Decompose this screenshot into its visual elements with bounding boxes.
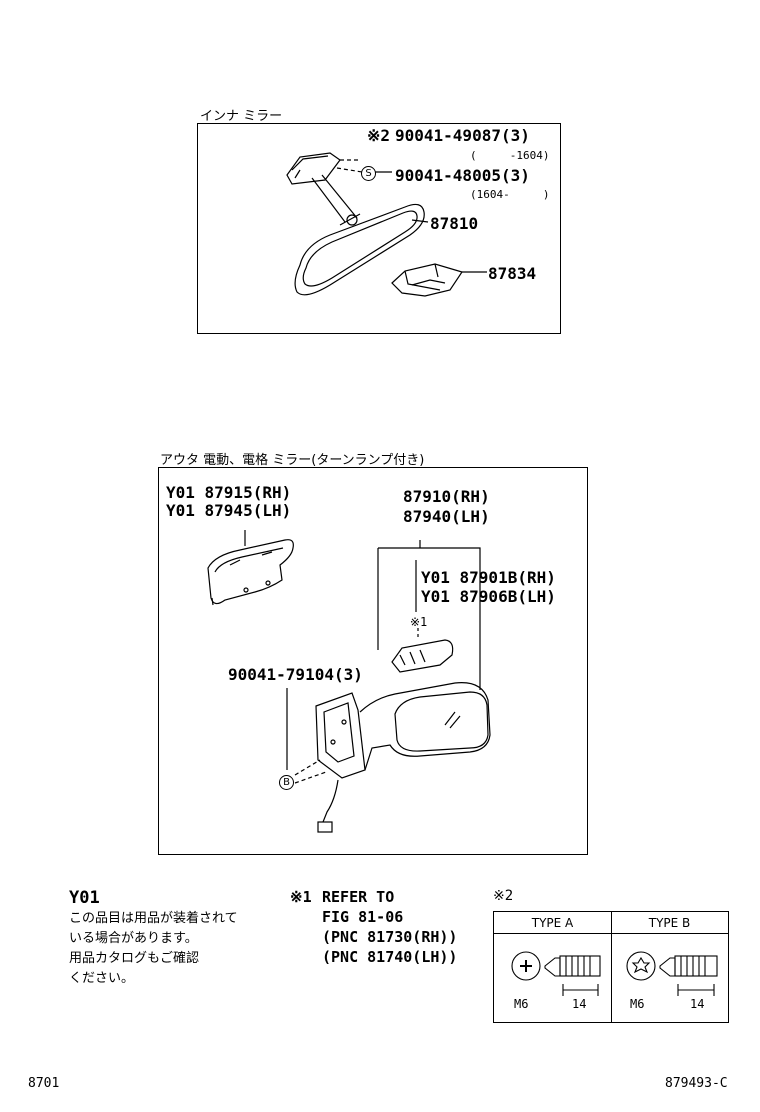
phillips-head-bolt-icon bbox=[511, 951, 601, 996]
footer-left-code: 8701 bbox=[28, 1076, 60, 1091]
mirror-stem-icon bbox=[311, 174, 361, 226]
type-b-length: 14 bbox=[690, 997, 705, 1011]
y01-title: Y01 bbox=[69, 888, 100, 908]
part-87834[interactable]: 87834 bbox=[488, 264, 537, 283]
ref-line-4: (PNC 81740(LH)) bbox=[322, 948, 458, 966]
table-divider bbox=[611, 912, 612, 1022]
outer-mirror-title: アウタ 電動、電格 ミラー(ターンランプ付き) bbox=[160, 453, 425, 468]
part-90041-49087-note: ( -1604) bbox=[470, 149, 550, 162]
ref-line-3: (PNC 81730(RH)) bbox=[322, 928, 458, 946]
torx-head-bolt-icon bbox=[626, 951, 718, 996]
part-87906b-lh[interactable]: Y01 87906B(LH) bbox=[421, 587, 556, 606]
part-90041-48005-note: (1604- ) bbox=[470, 188, 550, 201]
inner-mirror-frame bbox=[197, 123, 561, 334]
bolt-type-table: TYPE A TYPE B M6 14 M6 14 bbox=[493, 911, 729, 1023]
footer-right-code: 879493-C bbox=[665, 1076, 728, 1091]
type-a-size: M6 bbox=[514, 997, 529, 1011]
part-87910-rh[interactable]: 87910(RH) bbox=[403, 487, 490, 506]
type-b-header: TYPE B bbox=[611, 912, 728, 934]
part-87945-lh[interactable]: Y01 87945(LH) bbox=[166, 501, 292, 520]
outer-mirror-frame bbox=[158, 467, 588, 855]
outer-mirror-icon bbox=[359, 682, 491, 771]
part-87915-rh[interactable]: Y01 87915(RH) bbox=[166, 483, 292, 502]
inner-mirror-title: インナ ミラー bbox=[200, 109, 283, 124]
part-87901b-rh[interactable]: Y01 87901B(RH) bbox=[421, 568, 556, 587]
part-87810[interactable]: 87810 bbox=[430, 214, 479, 233]
table-mark: ※2 bbox=[493, 888, 514, 904]
ref-mark: ※1 bbox=[290, 888, 312, 906]
wire-harness-icon bbox=[317, 779, 339, 833]
ref-line-1: REFER TO bbox=[322, 888, 395, 906]
lamp-mark: ※1 bbox=[410, 615, 428, 629]
y01-note-line-3: 用品カタログもご確認 bbox=[69, 951, 200, 966]
mirror-cover-icon bbox=[207, 539, 294, 606]
ref-line-2[interactable]: FIG 81-06 bbox=[322, 908, 404, 926]
part-87940-lh[interactable]: 87940(LH) bbox=[403, 507, 490, 526]
type-a-length: 14 bbox=[572, 997, 587, 1011]
turn-lamp-icon bbox=[391, 639, 454, 673]
part-90041-79104[interactable]: 90041-79104(3) bbox=[228, 665, 363, 684]
mirror-holder-icon bbox=[391, 263, 463, 297]
y01-note-line-4: ください。 bbox=[69, 971, 135, 986]
inner-mirror-icon bbox=[294, 203, 425, 296]
type-a-header: TYPE A bbox=[494, 912, 611, 934]
y01-note-line-1: この品目は用品が装着されて bbox=[69, 911, 238, 926]
part-90041-49087[interactable]: 90041-49087(3) bbox=[395, 126, 530, 145]
type-b-size: M6 bbox=[630, 997, 645, 1011]
y01-note-line-2: いる場合があります。 bbox=[69, 931, 198, 946]
s-symbol-icon: S bbox=[361, 166, 376, 181]
inner-mark-2: ※2 bbox=[367, 126, 391, 145]
b-symbol-icon: B bbox=[279, 775, 294, 790]
part-90041-48005[interactable]: 90041-48005(3) bbox=[395, 166, 530, 185]
